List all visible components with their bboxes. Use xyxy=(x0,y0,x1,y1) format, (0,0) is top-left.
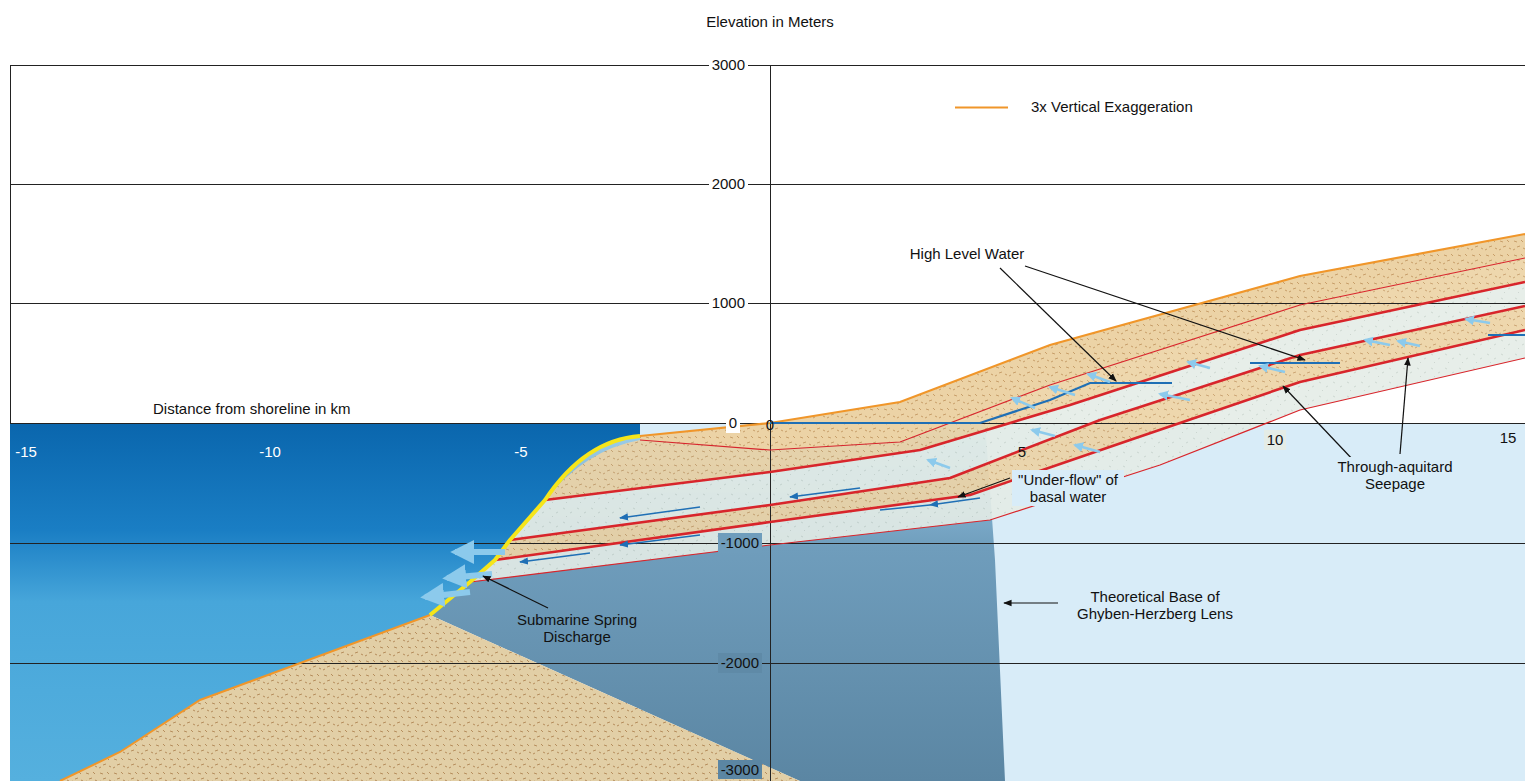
legend-text: 3x Vertical Exaggeration xyxy=(1028,97,1196,116)
axis-tick-label: -10 xyxy=(256,442,284,461)
annotation-label: Submarine Spring Discharge xyxy=(512,610,642,647)
axis-tick-label: -2000 xyxy=(718,653,762,672)
axis-tick-label: 0 xyxy=(726,413,740,432)
annotation-label: Theoretical Base of Ghyben-Herzberg Lens xyxy=(1060,587,1250,624)
axis-tick-label: 0 xyxy=(763,415,777,434)
annotation-label: Elevation in Meters xyxy=(703,12,837,31)
annotation-label: Through-aquitard Seepage xyxy=(1320,457,1470,494)
axis-tick-label: -1000 xyxy=(718,533,762,552)
axis-tick-label: -5 xyxy=(511,442,530,461)
axis-tick-label: 5 xyxy=(1015,442,1029,461)
axis-tick-label: 10 xyxy=(1264,430,1287,449)
annotation-label: "Under-flow" of basal water xyxy=(1012,470,1124,507)
annotation-label: Distance from shoreline in km xyxy=(150,399,354,418)
axis-tick-label: 3000 xyxy=(709,55,748,74)
annotation-label: High Level Water xyxy=(907,244,1028,263)
axis-tick-label: 1000 xyxy=(709,293,748,312)
axis-tick-label: -3000 xyxy=(718,760,762,779)
axis-tick-label: 15 xyxy=(1497,428,1520,447)
axis-tick-label: -15 xyxy=(12,442,40,461)
legend-line-sample xyxy=(955,107,1008,109)
axis-tick-label: 2000 xyxy=(709,174,748,193)
